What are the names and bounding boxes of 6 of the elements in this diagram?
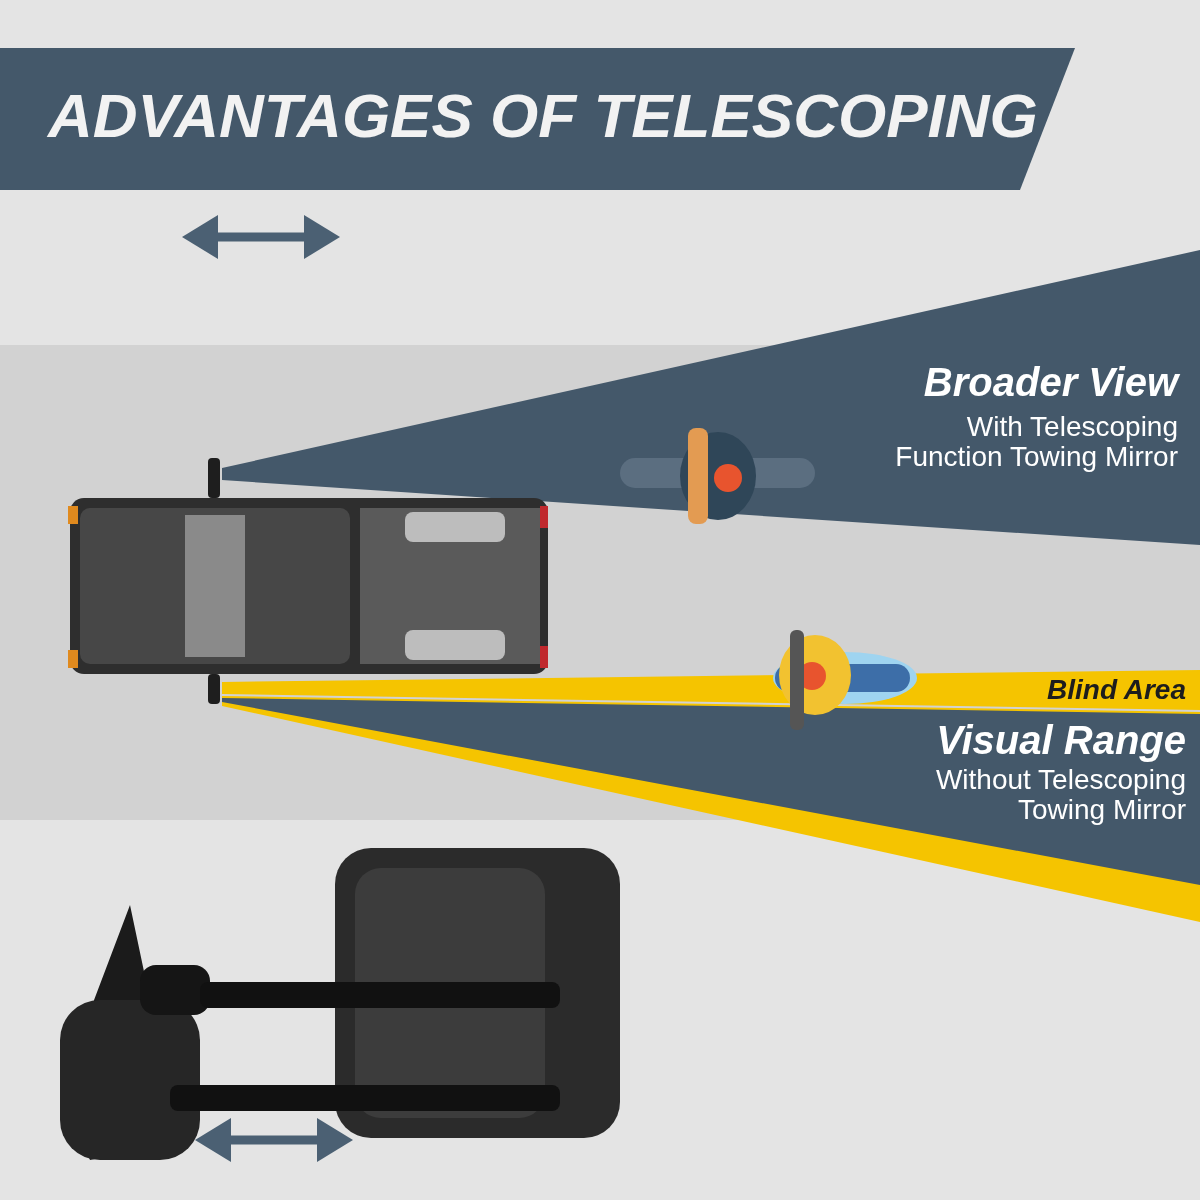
broader-view-description: With Telescoping Function Towing Mirror — [894, 412, 1178, 472]
title-text: ADVANTAGES OF TELESCOPING — [48, 80, 1038, 151]
broader-view-heading: Broader View — [923, 360, 1178, 405]
visual-range-description: Without Telescoping Towing Mirror — [934, 765, 1186, 825]
blind-area-label: Blind Area — [1047, 674, 1186, 706]
visual-range-heading: Visual Range — [936, 718, 1186, 763]
